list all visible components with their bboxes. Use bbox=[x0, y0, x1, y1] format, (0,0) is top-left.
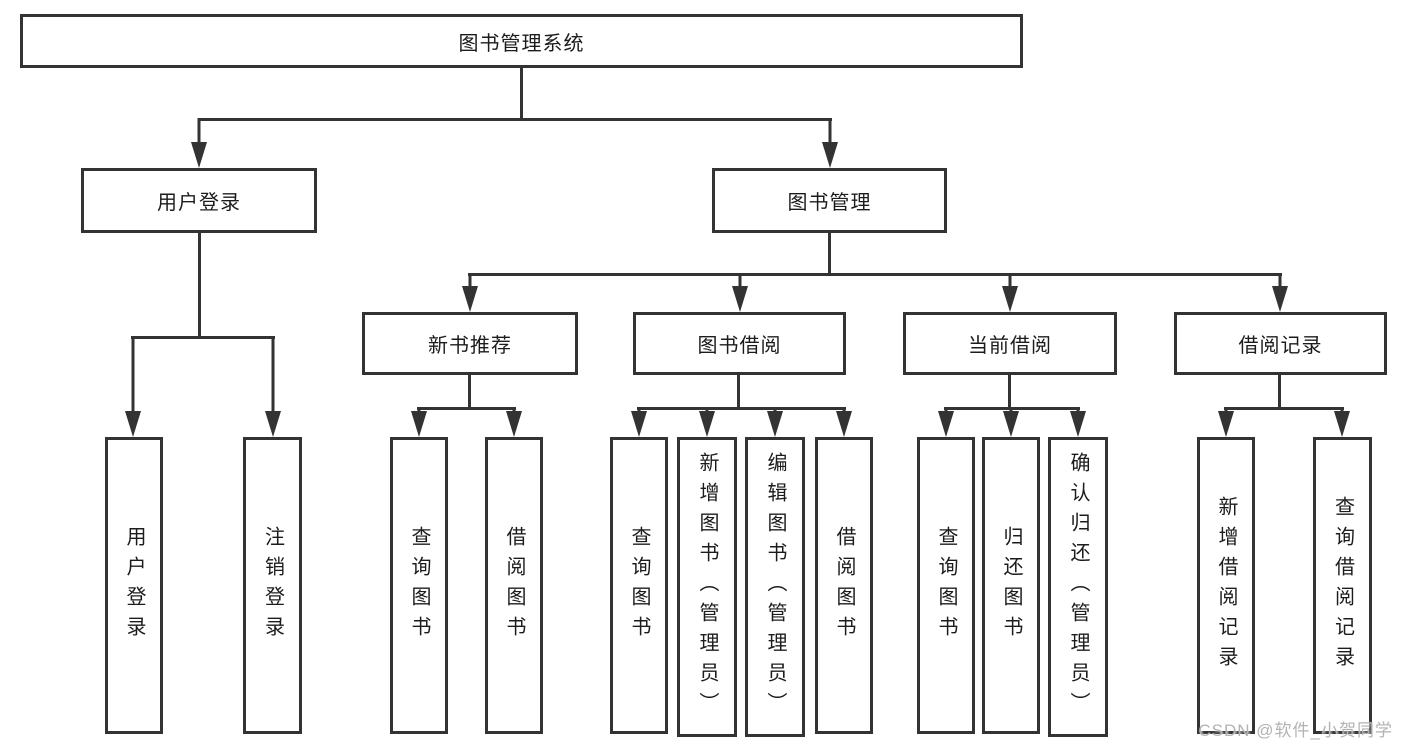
edge-root-bar bbox=[198, 118, 832, 121]
arrow-into-leaf-logout bbox=[265, 336, 281, 437]
leaf-add-books-admin: 新增图书（管理员） bbox=[677, 437, 737, 737]
node-new-book-recommend: 新书推荐 bbox=[362, 312, 578, 375]
arrow-into-leaf-query-books-a bbox=[411, 407, 427, 437]
leaf-query-books-b: 查询图书 bbox=[610, 437, 668, 734]
leaf-user-login-label: 用户登录 bbox=[123, 525, 145, 646]
edge-borrow-records-trunk bbox=[1278, 375, 1281, 410]
leaf-return-books: 归还图书 bbox=[982, 437, 1040, 734]
edge-new-book-recommend-trunk bbox=[468, 375, 471, 410]
leaf-borrow-books-b-label: 借阅图书 bbox=[833, 525, 855, 646]
arrow-into-user-login bbox=[191, 118, 207, 168]
leaf-add-books-admin-label: 新增图书（管理员） bbox=[696, 452, 718, 722]
arrow-into-book-borrow bbox=[732, 273, 748, 312]
leaf-return-books-label: 归还图书 bbox=[1000, 525, 1022, 646]
leaf-query-borrow-record: 查询借阅记录 bbox=[1313, 437, 1372, 734]
edge-book-borrow-bar bbox=[637, 407, 846, 410]
edge-new-book-recommend-bar bbox=[417, 407, 516, 410]
leaf-borrow-books-b: 借阅图书 bbox=[815, 437, 873, 734]
leaf-edit-books-admin: 编辑图书（管理员） bbox=[745, 437, 805, 737]
leaf-add-borrow-record-label: 新增借阅记录 bbox=[1215, 495, 1237, 676]
leaf-query-books-b-label: 查询图书 bbox=[628, 525, 650, 646]
arrow-into-book-management bbox=[822, 118, 838, 168]
leaf-query-books-c-label: 查询图书 bbox=[935, 525, 957, 646]
arrow-into-leaf-add-books bbox=[699, 407, 715, 437]
edge-book-management-bar bbox=[468, 273, 1282, 276]
edge-current-borrow-trunk bbox=[1008, 375, 1011, 410]
edge-book-management-trunk bbox=[828, 233, 831, 276]
arrow-into-leaf-query-books-c bbox=[938, 407, 954, 437]
edge-root-trunk bbox=[520, 68, 523, 118]
leaf-confirm-return-admin: 确认归还（管理员） bbox=[1048, 437, 1108, 737]
node-user-login: 用户登录 bbox=[81, 168, 317, 233]
leaf-query-books-c: 查询图书 bbox=[917, 437, 975, 734]
arrow-into-leaf-return-books bbox=[1003, 407, 1019, 437]
leaf-borrow-books-a: 借阅图书 bbox=[485, 437, 543, 734]
arrow-into-leaf-user-login bbox=[125, 336, 141, 437]
node-current-borrow: 当前借阅 bbox=[903, 312, 1117, 375]
arrow-into-leaf-confirm-return bbox=[1070, 407, 1086, 437]
leaf-query-borrow-record-label: 查询借阅记录 bbox=[1331, 495, 1354, 676]
leaf-query-books-a: 查询图书 bbox=[390, 437, 448, 734]
leaf-user-login: 用户登录 bbox=[105, 437, 163, 734]
arrow-into-current-borrow bbox=[1002, 273, 1018, 312]
node-book-borrow: 图书借阅 bbox=[633, 312, 846, 375]
arrow-into-leaf-add-borrow-record bbox=[1218, 407, 1234, 437]
node-book-management: 图书管理 bbox=[712, 168, 947, 233]
arrow-into-leaf-edit-books bbox=[767, 407, 783, 437]
arrow-into-leaf-query-books-b bbox=[631, 407, 647, 437]
leaf-add-borrow-record: 新增借阅记录 bbox=[1197, 437, 1255, 734]
edge-borrow-records-bar bbox=[1224, 407, 1344, 410]
node-root-book-management-system: 图书管理系统 bbox=[20, 14, 1023, 68]
leaf-edit-books-admin-label: 编辑图书（管理员） bbox=[764, 452, 786, 722]
edge-book-borrow-trunk bbox=[737, 375, 740, 410]
arrow-into-leaf-borrow-books-a bbox=[506, 407, 522, 437]
node-borrow-records: 借阅记录 bbox=[1174, 312, 1387, 375]
arrow-into-leaf-query-borrow-record bbox=[1334, 407, 1350, 437]
csdn-watermark: CSDN @软件_小贺同学 bbox=[1198, 721, 1393, 740]
edge-user-login-trunk bbox=[198, 233, 201, 339]
leaf-confirm-return-admin-label: 确认归还（管理员） bbox=[1067, 452, 1089, 722]
leaf-query-books-a-label: 查询图书 bbox=[408, 525, 430, 646]
leaf-borrow-books-a-label: 借阅图书 bbox=[503, 525, 525, 646]
leaf-logout-label: 注销登录 bbox=[261, 525, 284, 646]
arrow-into-leaf-borrow-books-b bbox=[836, 407, 852, 437]
edge-user-login-bar bbox=[131, 336, 275, 339]
arrow-into-new-book-recommend bbox=[462, 273, 478, 312]
leaf-logout: 注销登录 bbox=[243, 437, 302, 734]
arrow-into-borrow-records bbox=[1272, 273, 1288, 312]
